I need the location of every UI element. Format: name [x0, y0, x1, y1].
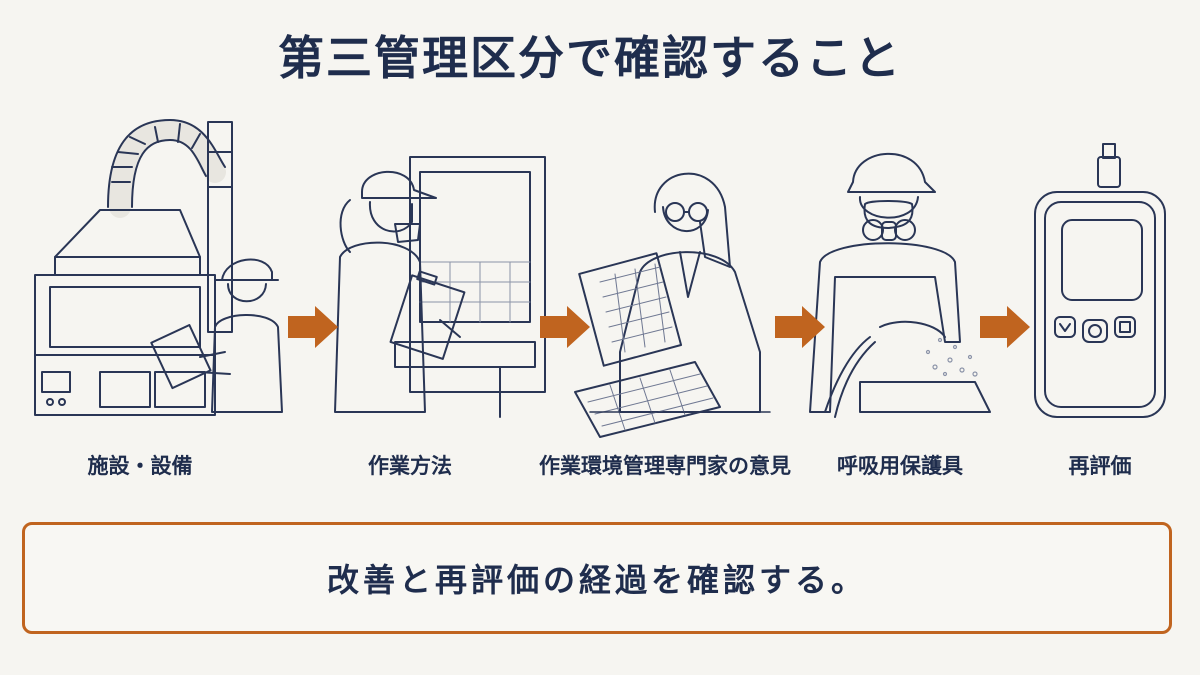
arrow-icon-3: [775, 306, 825, 348]
process-illustration: [34, 119, 1166, 438]
respirator-worker-icon: [809, 152, 991, 418]
worker-clipboard-icon: [334, 156, 546, 418]
step-label-work-method: 作業方法: [368, 454, 452, 478]
summary-box: 改善と再評価の経過を確認する。: [22, 522, 1172, 634]
measurement-device-icon: [1034, 143, 1166, 418]
arrow-icon-2: [540, 306, 590, 348]
arrow-icon-4: [980, 306, 1030, 348]
step-label-expert-opinion: 作業環境管理専門家の意見: [539, 454, 791, 478]
summary-text: 改善と再評価の経過を確認する。: [326, 561, 867, 599]
arrow-icon-1: [288, 306, 338, 348]
step-label-respirator: 呼吸用保護具: [837, 454, 963, 478]
ventilation-hood-inspection-icon: [34, 119, 283, 416]
expert-document-review-icon: [574, 172, 771, 438]
page-title: 第三管理区分で確認すること: [278, 31, 902, 85]
step-label-reevaluation: 再評価: [1068, 454, 1132, 478]
step-label-facilities: 施設・設備: [87, 454, 193, 478]
